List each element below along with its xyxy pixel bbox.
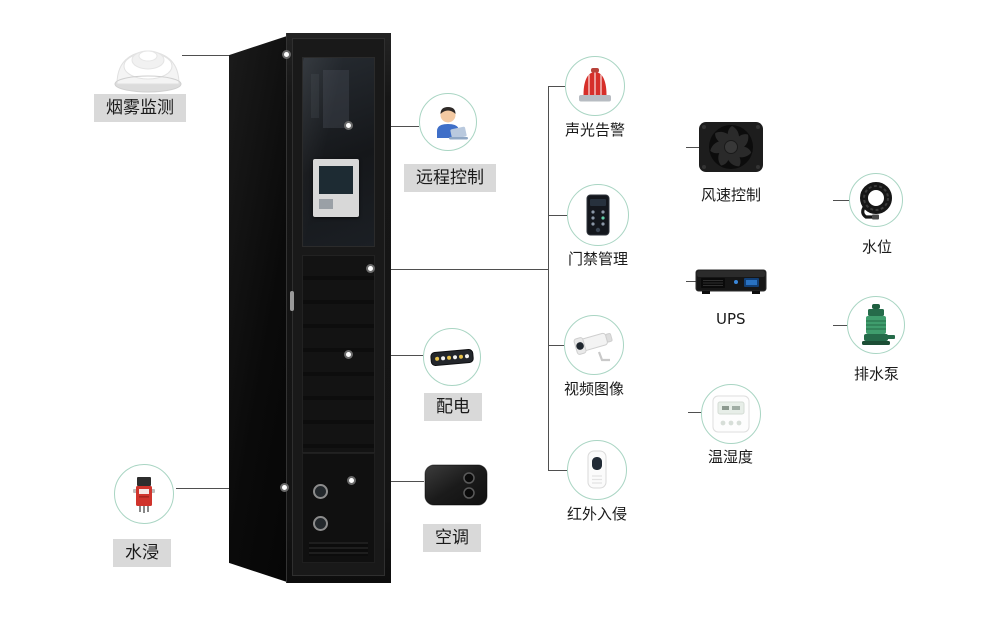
pdu-icon bbox=[423, 328, 481, 386]
air-conditioner-icon bbox=[424, 462, 488, 508]
label-smoke: 烟雾监测 bbox=[94, 94, 186, 123]
label-temphum: 温湿度 bbox=[708, 448, 754, 466]
fan-icon bbox=[696, 120, 766, 174]
connector-stub-waterlevel bbox=[833, 200, 849, 201]
connector-stub-ups bbox=[686, 281, 704, 282]
label-infrared: 红外入侵 bbox=[567, 505, 628, 523]
cabinet-door-handle bbox=[290, 291, 294, 311]
label-pump: 排水泵 bbox=[854, 365, 900, 383]
water-leak-sensor-icon bbox=[114, 464, 174, 524]
ups-icon bbox=[694, 261, 768, 301]
smoke-detector-icon bbox=[107, 30, 189, 94]
control-unit-button bbox=[319, 199, 333, 209]
label-fan: 风速控制 bbox=[701, 186, 762, 204]
connector-stub-pump bbox=[833, 325, 849, 326]
cabinet-control-unit bbox=[313, 159, 359, 217]
water-level-cable-icon bbox=[849, 173, 903, 227]
control-unit-screen bbox=[319, 166, 353, 194]
access-control-icon bbox=[567, 184, 629, 246]
connector-stub-temphum bbox=[688, 412, 708, 413]
connection-point-remote bbox=[344, 121, 353, 130]
label-video: 视频图像 bbox=[564, 380, 625, 398]
drain-pump-icon bbox=[847, 296, 905, 354]
label-power: 配电 bbox=[424, 393, 482, 422]
connection-point-power bbox=[344, 350, 353, 359]
connection-point-flood bbox=[280, 483, 289, 492]
cabinet-inner-equipment bbox=[311, 74, 319, 118]
cabinet-glass-window bbox=[302, 57, 375, 247]
connector-trunk-horizontal bbox=[375, 269, 548, 270]
remote-operator-icon bbox=[419, 93, 477, 151]
label-flood: 水浸 bbox=[113, 539, 171, 568]
connection-point-smoke bbox=[282, 50, 291, 59]
connector-branch-infrared bbox=[548, 470, 567, 471]
cabinet-bottom-bay bbox=[302, 453, 375, 563]
connector-branch-video bbox=[548, 345, 564, 346]
connection-point-trunk bbox=[366, 264, 375, 273]
cabinet-equipment-bay bbox=[302, 255, 375, 453]
cabinet-gauge bbox=[313, 484, 328, 499]
label-alarm: 声光告警 bbox=[565, 121, 626, 139]
label-ac: 空调 bbox=[423, 524, 481, 553]
connector-branch-access bbox=[548, 215, 567, 216]
label-waterlevel: 水位 bbox=[862, 238, 893, 256]
server-cabinet bbox=[229, 30, 391, 583]
connector-branch-alarm bbox=[548, 86, 565, 87]
connection-point-ac bbox=[347, 476, 356, 485]
cctv-camera-icon bbox=[564, 315, 624, 375]
cabinet-gauge bbox=[313, 516, 328, 531]
connector-stub-fan bbox=[686, 147, 706, 148]
infrared-sensor-icon bbox=[567, 440, 627, 500]
connector-trunk-vertical bbox=[548, 86, 549, 470]
label-remote: 远程控制 bbox=[404, 164, 496, 193]
label-access: 门禁管理 bbox=[568, 250, 629, 268]
thermo-hygrometer-icon bbox=[701, 384, 761, 444]
siren-icon bbox=[565, 56, 625, 116]
cabinet-side-panel bbox=[229, 36, 287, 582]
cabinet-front-door bbox=[286, 33, 391, 583]
cabinet-inner-equipment bbox=[323, 70, 349, 128]
label-ups: UPS bbox=[716, 310, 746, 328]
